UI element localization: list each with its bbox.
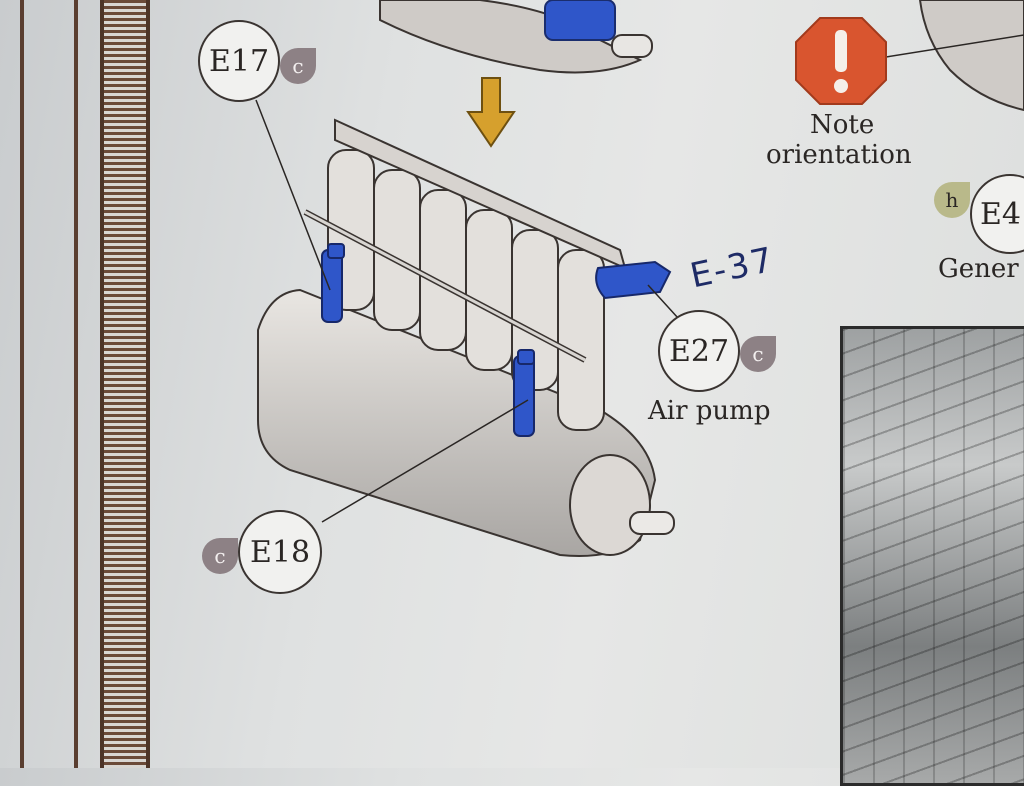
paint-drop-c-icon: c bbox=[740, 336, 776, 372]
callout-e17-label: E17 bbox=[208, 43, 270, 79]
paint-code: h bbox=[945, 188, 959, 212]
callout-e4x-label: E4 bbox=[980, 196, 1021, 232]
paint-drop-c-icon: c bbox=[202, 538, 238, 574]
reference-photo bbox=[840, 326, 1024, 786]
paint-code: c bbox=[752, 342, 764, 366]
paint-drop-c-icon: c bbox=[280, 48, 316, 84]
callout-e27: E27 bbox=[658, 310, 740, 392]
decorative-chain-border bbox=[100, 0, 150, 768]
warning-line-2: orientation bbox=[766, 140, 912, 170]
callout-e17: E17 bbox=[198, 20, 280, 102]
callout-e18-label: E18 bbox=[249, 534, 311, 570]
border-rule-outer bbox=[20, 0, 24, 768]
step-arrow-icon bbox=[466, 77, 516, 148]
caption-generator: Gener bbox=[938, 254, 1019, 284]
callout-e27-label: E27 bbox=[668, 333, 730, 369]
border-rule-inner bbox=[74, 0, 78, 768]
paint-code: c bbox=[214, 544, 226, 568]
warning-octagon-icon bbox=[795, 17, 887, 105]
previous-step-engine bbox=[379, 0, 653, 74]
callout-e18: E18 bbox=[238, 510, 322, 594]
leader-lines bbox=[255, 34, 1024, 523]
previous-step-engine-right bbox=[918, 0, 1024, 112]
caption-air-pump: Air pump bbox=[648, 396, 771, 426]
paint-drop-h-icon: h bbox=[934, 182, 970, 218]
warning-line-1: Note bbox=[810, 110, 875, 140]
engine-diagram bbox=[255, 0, 1024, 557]
paint-code: c bbox=[292, 54, 304, 78]
engine-block bbox=[257, 118, 675, 557]
